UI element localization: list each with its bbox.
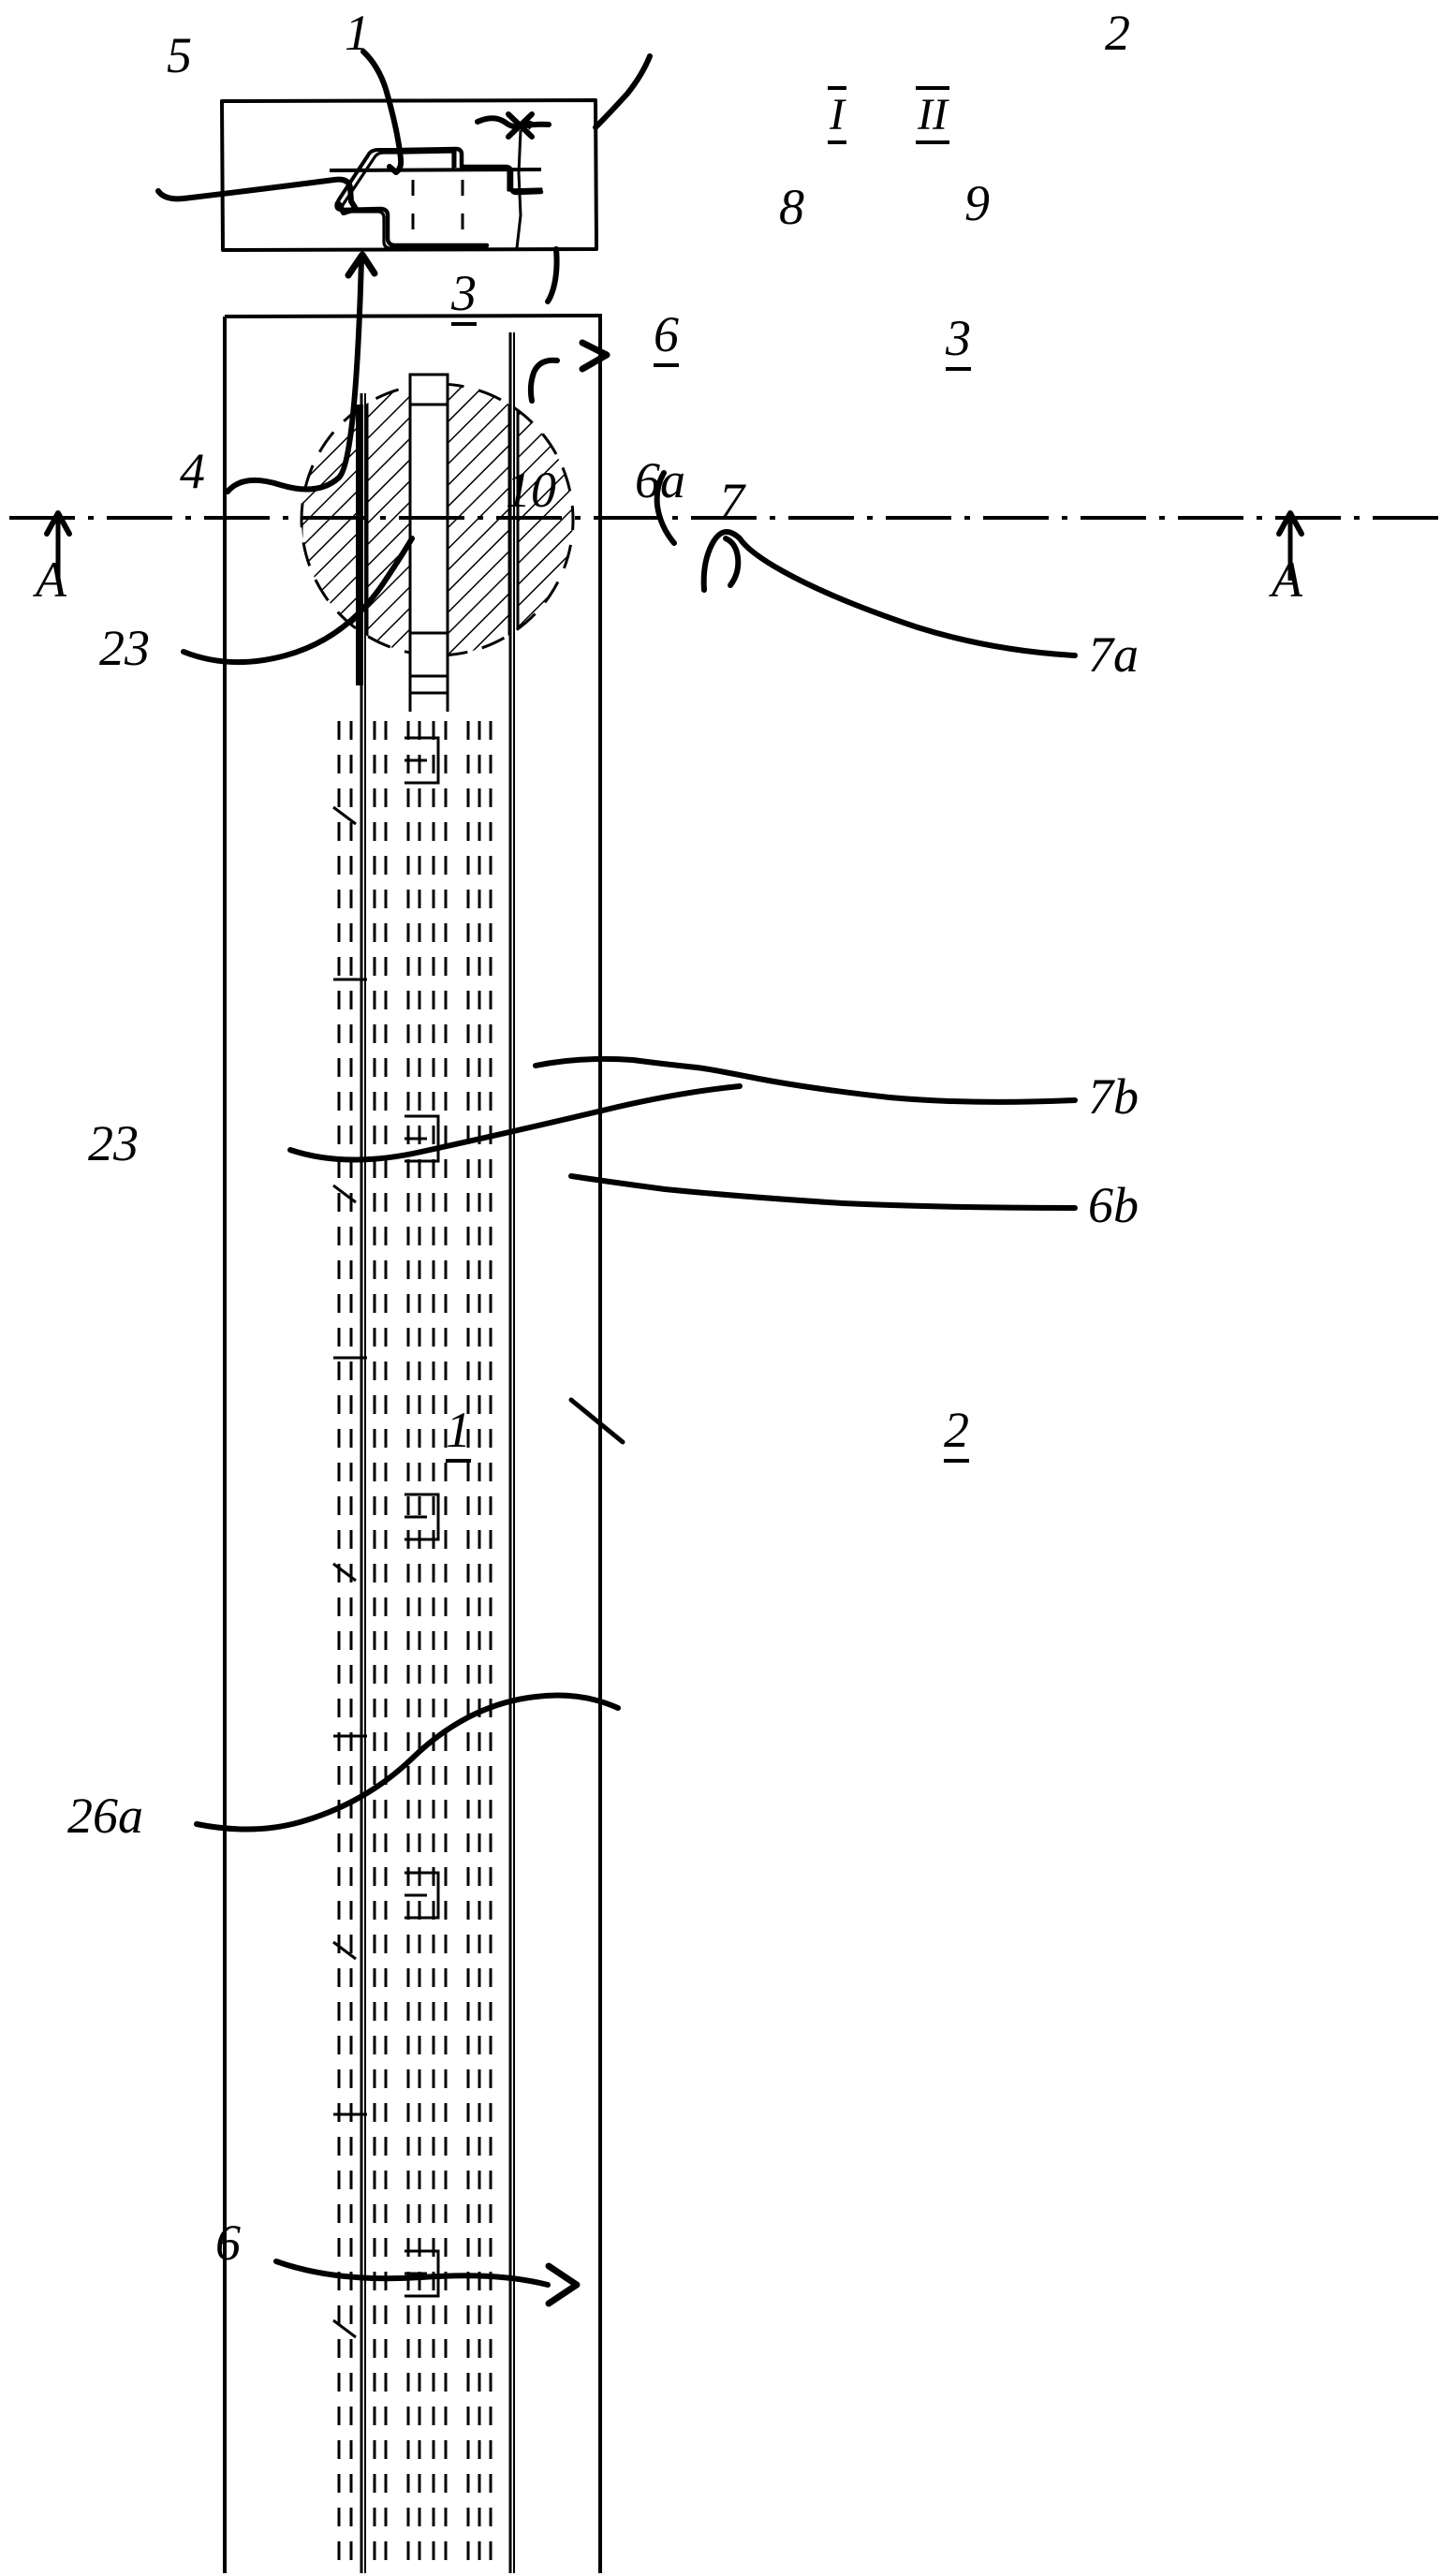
- leader-8-9: [475, 111, 552, 140]
- label-upper-9: 9: [964, 175, 990, 231]
- leader-6b: [568, 1173, 1078, 1211]
- upper-view-hat-profile: [334, 146, 544, 250]
- leader-23-upper: [181, 536, 415, 666]
- leader-7b: [533, 1055, 1078, 1105]
- upper-view-frame: [220, 98, 598, 252]
- leader-26a: [194, 1692, 621, 1833]
- label-lower-2: 2: [944, 1405, 969, 1463]
- label-lower-23-upper: 23: [99, 620, 150, 676]
- leader-23-lower: [287, 1083, 743, 1163]
- lower-view-hidden-lines: [332, 721, 493, 2573]
- label-upper-7: 7: [719, 473, 744, 529]
- label-lower-26a: 26a: [67, 1788, 143, 1844]
- upper-view-construction-line: [515, 129, 522, 249]
- label-upper-3-right: 3: [946, 313, 971, 371]
- section-marker-ii: II: [916, 86, 949, 144]
- label-upper-3-left: 3: [451, 268, 477, 326]
- lower-view-hatched-section: [300, 373, 575, 695]
- label-upper-1: 1: [345, 5, 370, 61]
- section-line-a-a: [9, 510, 1447, 581]
- label-lower-6: 6: [215, 2215, 241, 2271]
- label-lower-1: 1: [446, 1405, 471, 1463]
- leader-10: [545, 246, 560, 304]
- label-upper-5: 5: [167, 27, 192, 83]
- leader-7: [723, 536, 742, 588]
- label-upper-8: 8: [779, 179, 804, 235]
- leader-1: [360, 49, 404, 175]
- leader-7a: [700, 529, 1078, 658]
- leader-6a: [654, 470, 677, 546]
- leader-5: [155, 176, 359, 215]
- leader-6-upper: [527, 339, 610, 404]
- leader-6-lower: [273, 2259, 581, 2307]
- label-lower-7a: 7a: [1088, 626, 1139, 683]
- label-upper-6: 6: [654, 309, 679, 367]
- section-arrow-label-a-right: A: [1272, 552, 1302, 608]
- section-marker-i: I: [828, 86, 846, 144]
- leader-2: [593, 53, 653, 130]
- label-upper-10: 10: [506, 462, 556, 518]
- label-upper-6a: 6a: [635, 452, 685, 508]
- label-upper-4: 4: [180, 443, 205, 499]
- label-upper-2: 2: [1105, 5, 1130, 61]
- label-lower-23-lower: 23: [88, 1115, 139, 1171]
- lower-view-frame: [223, 313, 602, 2573]
- label-lower-7b: 7b: [1088, 1068, 1139, 1125]
- leader-1-lower: [568, 1397, 625, 1445]
- label-lower-6b: 6b: [1088, 1177, 1139, 1233]
- section-arrow-label-a-left: A: [36, 552, 66, 608]
